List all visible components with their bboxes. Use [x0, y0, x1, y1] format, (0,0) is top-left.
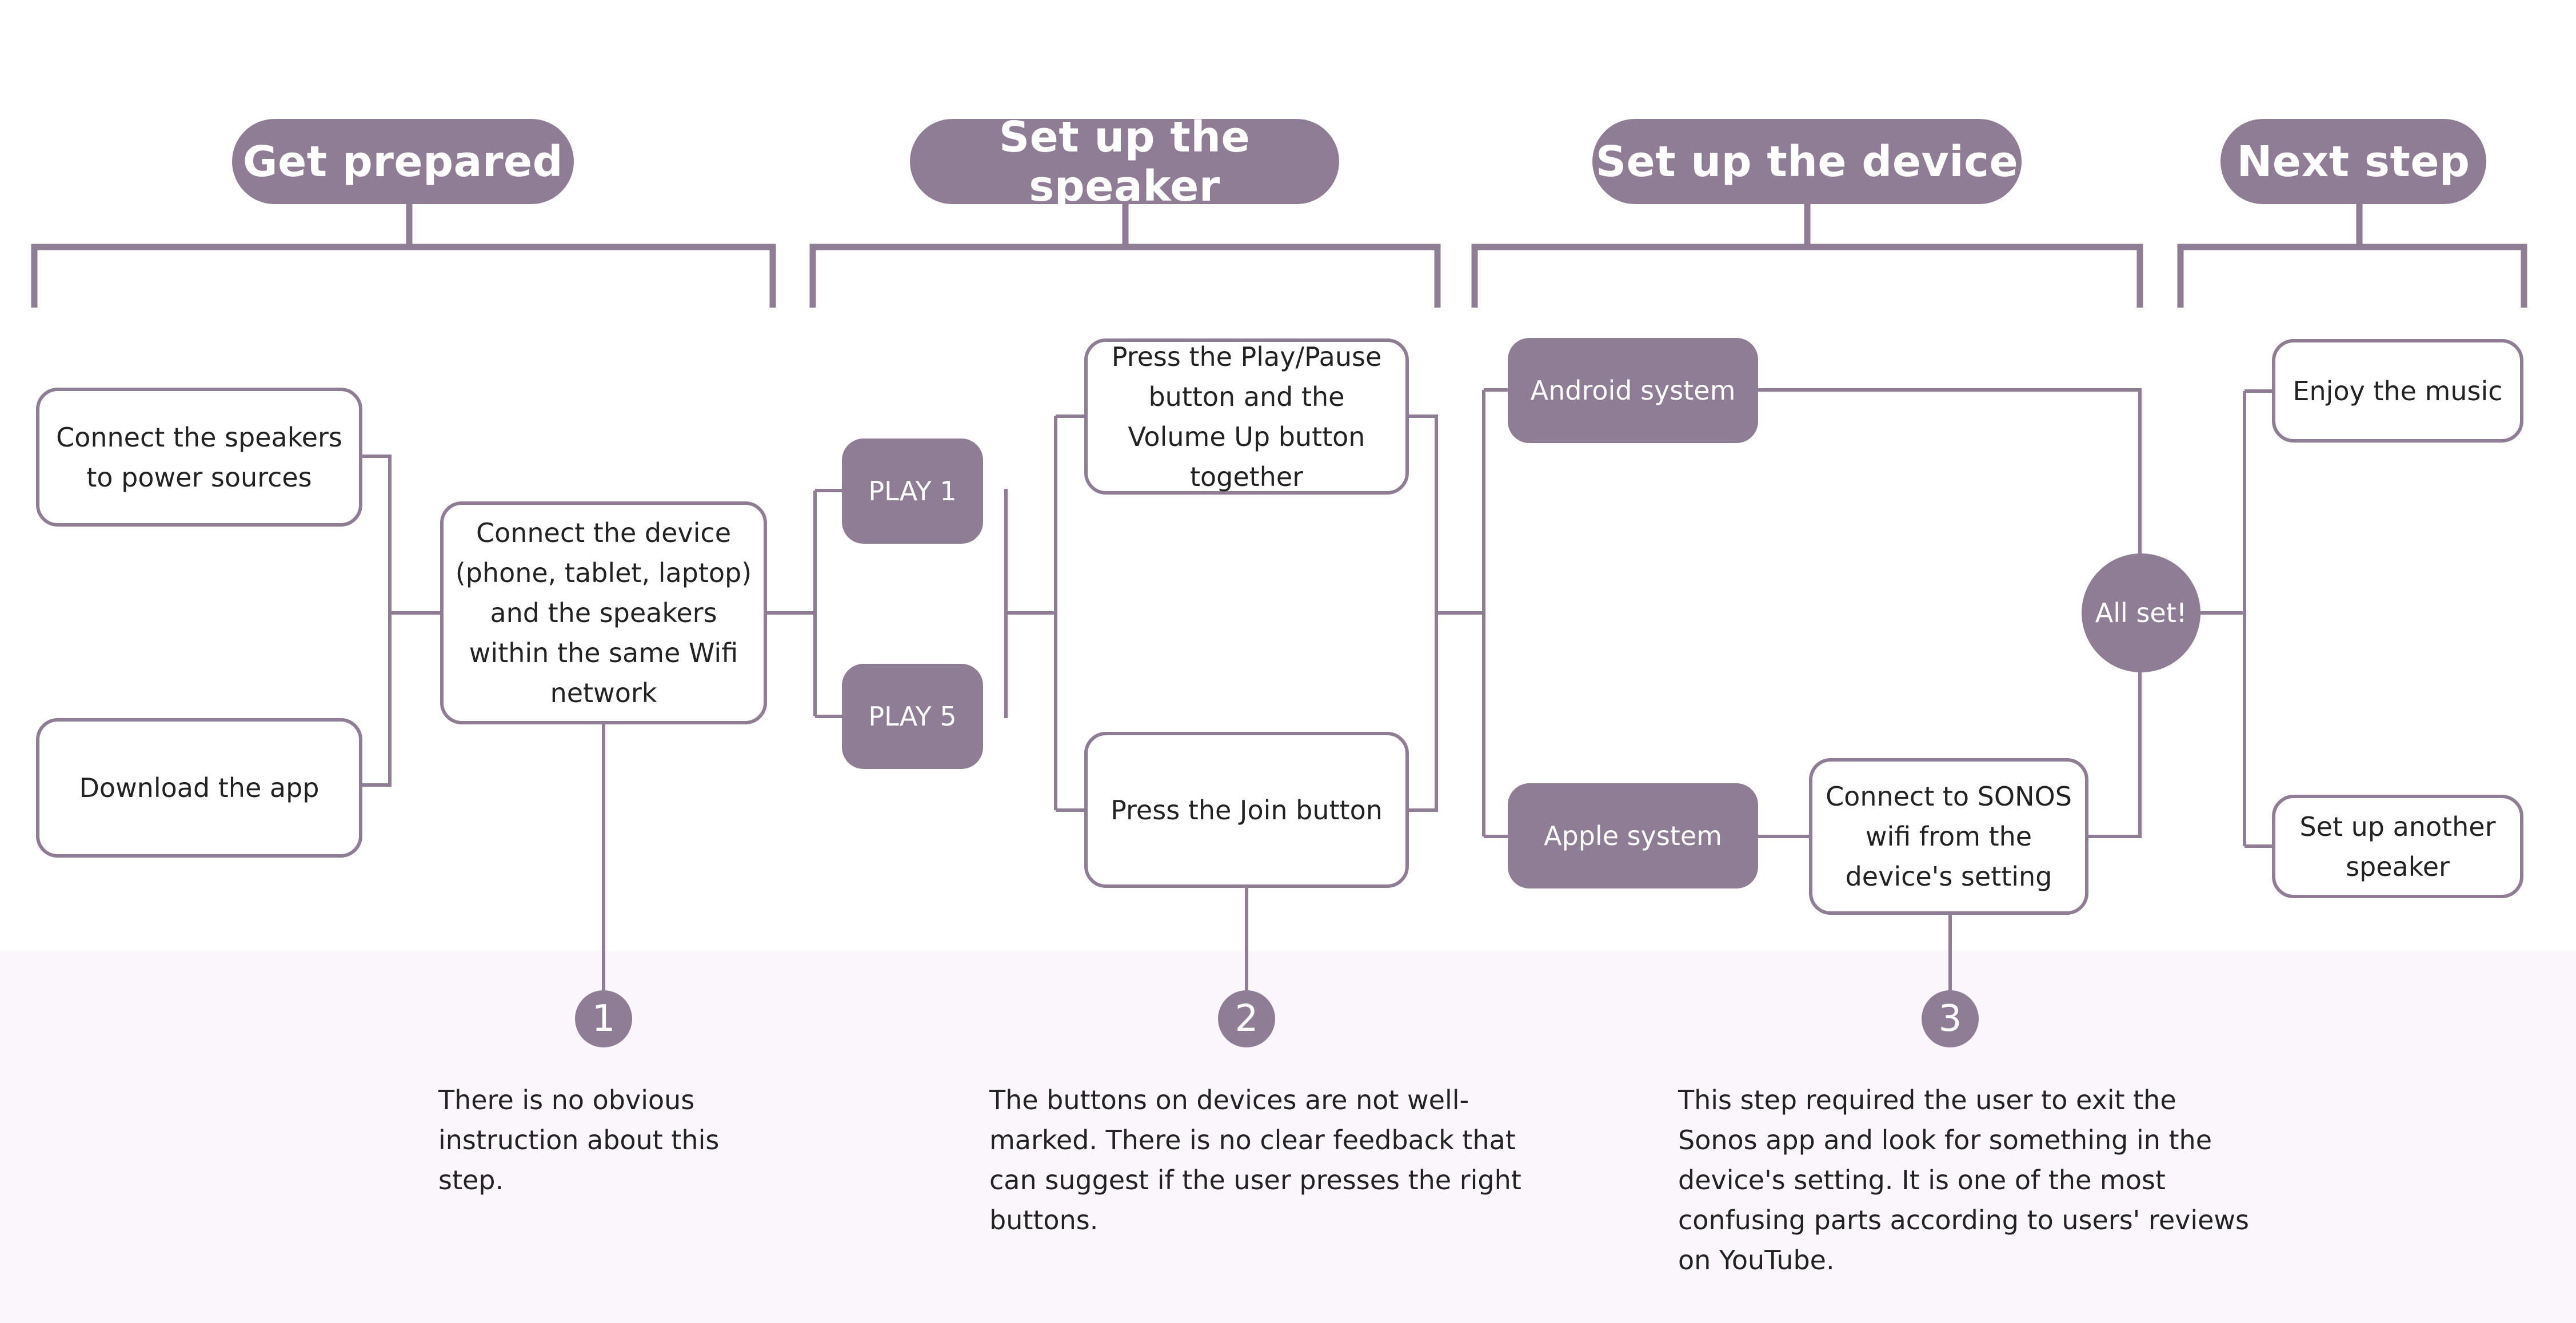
step-download-app: Download the app [36, 718, 362, 858]
phase-set-up-device: Set up the device [1592, 119, 2022, 204]
connector-next [2198, 389, 2272, 848]
phase-next-step: Next step [2220, 119, 2486, 204]
connector-sonos [2088, 672, 2142, 838]
issue-number-2: 2 [1218, 990, 1275, 1047]
model-play-1: PLAY 1 [842, 439, 983, 544]
step-press-play-volume: Press the Play/Pause button and the Volu… [1084, 338, 1409, 495]
bracket-next [2177, 203, 2527, 308]
model-play-5: PLAY 5 [842, 664, 983, 769]
issue-note-2: The buttons on devices are not well-mark… [989, 1085, 1521, 1236]
bracket-device [1471, 203, 2143, 308]
issue-note-3: This step required the user to exit the … [1678, 1085, 2250, 1276]
issues-band [0, 951, 2576, 1323]
issue-number-1: 1 [575, 990, 632, 1047]
issue-number-3: 3 [1922, 990, 1979, 1047]
system-apple: Apple system [1508, 783, 1758, 888]
step-connect-sonos-wifi: Connect to SONOS wifi from the device's … [1809, 758, 2088, 915]
phase-set-up-speaker: Set up the speaker [910, 113, 1339, 211]
step-enjoy-music: Enjoy the music [2272, 339, 2523, 443]
step-press-join: Press the Join button [1084, 732, 1409, 888]
all-set-badge: All set! [2082, 553, 2200, 672]
connector-models [767, 489, 842, 718]
connector-systems [1409, 388, 1508, 838]
step-connect-wifi: Connect the device (phone, tablet, lapto… [440, 501, 767, 724]
step-another-speaker: Set up another speaker [2272, 795, 2523, 898]
connector-android [1758, 388, 2142, 553]
connector-buttons [1004, 415, 1084, 812]
connector-prepare [362, 455, 440, 787]
issue-note-1: There is no obvious instruction about th… [438, 1085, 720, 1196]
phase-get-prepared: Get prepared [232, 119, 574, 204]
system-android: Android system [1508, 338, 1758, 443]
step-connect-power: Connect the speakers to power sources [36, 388, 362, 527]
bracket-prepare [31, 203, 776, 308]
bracket-speaker [809, 203, 1441, 308]
